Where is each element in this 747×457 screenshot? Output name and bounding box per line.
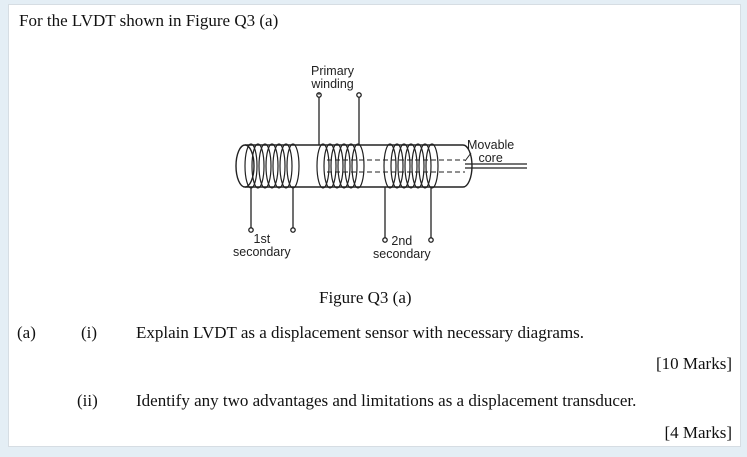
lvdt-diagram bbox=[235, 92, 527, 243]
item-number: (i) bbox=[81, 323, 98, 342]
primary-winding-leads bbox=[316, 92, 362, 145]
item-text: Explain LVDT as a displacement sensor wi… bbox=[136, 323, 585, 342]
movable-core-label: Movable core bbox=[467, 138, 515, 165]
figure-caption: Figure Q3 (a) bbox=[319, 288, 412, 307]
second-secondary-label: 2nd secondary bbox=[373, 234, 431, 261]
primary-coil bbox=[316, 143, 365, 189]
intro-text: For the LVDT shown in Figure Q3 (a) bbox=[19, 11, 279, 30]
primary-winding-label: Primary winding bbox=[311, 64, 355, 91]
question-part-label: (a) bbox=[17, 323, 36, 342]
secondary-leads bbox=[248, 187, 434, 243]
lvdt-figure: Primary winding Movable core 1st seconda… bbox=[227, 63, 537, 269]
document-page: For the LVDT shown in Figure Q3 (a) bbox=[8, 4, 741, 447]
item-number: (ii) bbox=[77, 391, 98, 410]
item-marks: [4 Marks] bbox=[664, 423, 732, 442]
secondary-coil-2 bbox=[383, 143, 439, 189]
first-secondary-label: 1st secondary bbox=[233, 232, 291, 259]
movable-core-pointer bbox=[464, 152, 472, 162]
item-text: Identify any two advantages and limitati… bbox=[136, 391, 637, 410]
item-marks: [10 Marks] bbox=[655, 354, 732, 373]
secondary-coil-1 bbox=[244, 143, 300, 189]
